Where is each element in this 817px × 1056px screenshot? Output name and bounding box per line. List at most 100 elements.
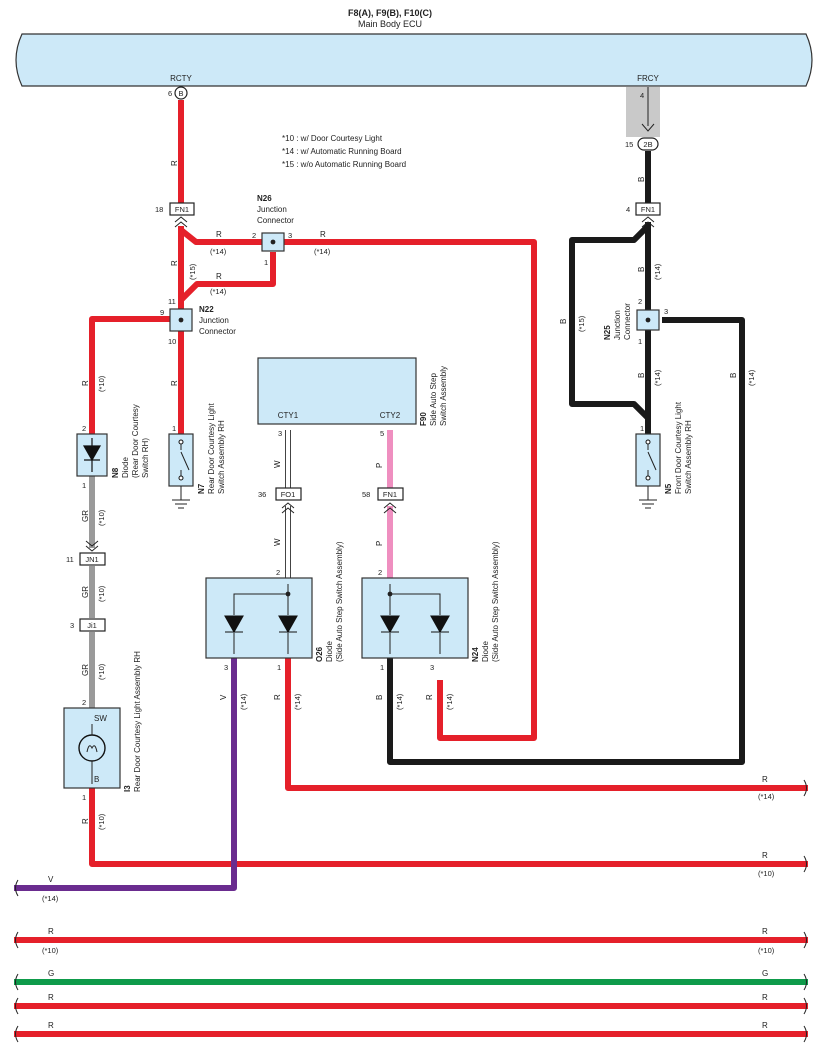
- fn1-left-chevron-icon: [174, 216, 188, 228]
- n8-name: Diode: [121, 457, 130, 478]
- frcy-arrow-icon: [641, 123, 655, 132]
- wl-b-n24: B: [375, 695, 384, 700]
- wl-n14-n26-right: (*14): [314, 247, 331, 256]
- wl-b-bypass: B: [559, 319, 568, 324]
- frcy-connector-shade: [626, 87, 660, 137]
- f90-p5: 5: [380, 429, 384, 438]
- n5-name1: Front Door Courtesy Light: [674, 401, 683, 494]
- wire-n22-n8-red: [89, 316, 170, 434]
- ecu-pin-frcy: FRCY: [637, 74, 659, 83]
- wire-i3-bottom-red: [89, 788, 808, 867]
- ecu-box: [15, 33, 813, 87]
- n25-p2: 2: [638, 297, 642, 306]
- wl-r-n26-right: R: [320, 230, 326, 239]
- f90-pin-cty1: CTY1: [278, 411, 299, 420]
- f90-name1: Side Auto Step: [429, 373, 438, 426]
- o26-code: O26: [315, 646, 324, 662]
- n24-p2: 2: [378, 568, 382, 577]
- rcty-pin-conn: B: [178, 89, 183, 98]
- n7-name2: Switch Assembly RH: [217, 420, 226, 494]
- n22-line1: Junction: [199, 316, 229, 325]
- fn1-mid-chevron-icon: [383, 502, 397, 514]
- wl-r-b2-right: R: [762, 993, 768, 1002]
- f90-code: F90: [419, 412, 428, 426]
- fn1-left-name: FN1: [175, 205, 189, 214]
- n26-p3: 3: [288, 231, 292, 240]
- n24-diode-icon: [389, 584, 441, 654]
- wl-gr-3: GR: [81, 664, 90, 676]
- wl-n10-b1-left: (*10): [42, 946, 59, 955]
- fn1-right-name: FN1: [641, 205, 655, 214]
- wire-o26-p1-red: [285, 658, 808, 791]
- i3-name: Rear Door Courtesy Light Assembly RH: [133, 651, 142, 792]
- n8-p1: 1: [82, 481, 86, 490]
- wire-o26-p3-violet: [14, 658, 237, 891]
- wl-g-left: G: [48, 969, 54, 978]
- wl-r-n26-down: R: [216, 272, 222, 281]
- n26-p2: 2: [252, 231, 256, 240]
- n8-diode-icon: [82, 438, 102, 472]
- fn1-right-chevron-icon: [641, 216, 655, 228]
- wl-r-i3: R: [81, 818, 90, 824]
- n24-name: Diode: [481, 641, 490, 662]
- n5-code: N5: [664, 483, 673, 494]
- frcy-pin-conn: 2B: [643, 140, 652, 149]
- n26-p1: 1: [264, 258, 268, 267]
- o26-diode-icon: [233, 584, 289, 654]
- n24-p1: 1: [380, 663, 384, 672]
- n22-code: N22: [199, 305, 214, 314]
- wl-n10-gr-3: (*10): [97, 663, 106, 680]
- wire-fn1-n26-red: [179, 227, 262, 245]
- n8-sub2: Switch RH): [141, 438, 150, 478]
- wire-n26-right-red: [284, 239, 537, 741]
- frcy-top-pin: 4: [640, 91, 644, 100]
- n24-p3: 3: [430, 663, 434, 672]
- wl-n15-bypass: (*15): [577, 315, 586, 332]
- f90-p3: 3: [278, 429, 282, 438]
- wl-n15-left: (*15): [188, 263, 197, 280]
- ji1-name: Ji1: [87, 621, 97, 630]
- wl-r-b2-left: R: [48, 993, 54, 1002]
- n25-p3: 3: [664, 307, 668, 316]
- wl-n14-n25-n5: (*14): [653, 369, 662, 386]
- wl-r-b3-right: R: [762, 1021, 768, 1030]
- wl-r-n26-left: R: [216, 230, 222, 239]
- wl-n14-n26-down: (*14): [210, 287, 227, 296]
- wl-n14-o26-v: (*14): [239, 693, 248, 710]
- f90-box: [257, 357, 417, 425]
- fn1-left-box: [169, 202, 195, 216]
- fn1-right-box: [635, 202, 661, 216]
- n26-line1: Junction: [257, 205, 287, 214]
- wl-gr-2: GR: [81, 586, 90, 598]
- wl-r-n22-n7: R: [170, 380, 179, 386]
- wire-break-marks: [15, 779, 807, 1043]
- wl-w-1: W: [273, 460, 282, 468]
- wire-n24-p1-black: [387, 317, 745, 765]
- ji1-box: [79, 618, 106, 632]
- ecu-name: Main Body ECU: [358, 19, 422, 29]
- n25-line1: Junction: [613, 310, 622, 340]
- fn1-left-pin: 18: [155, 205, 163, 214]
- n25-code: N25: [603, 325, 612, 340]
- wl-n14-fn1-n25: (*14): [653, 263, 662, 280]
- o26-p1: 1: [277, 663, 281, 672]
- n7-switch-icon: [180, 444, 190, 476]
- wl-n14-edge-v: (*14): [42, 894, 59, 903]
- wl-v-o26: V: [219, 694, 228, 700]
- i3-b: B: [94, 775, 99, 784]
- ecu-pin-rcty: RCTY: [170, 74, 192, 83]
- wl-n10-b1-right: (*10): [758, 946, 775, 955]
- n26-line2: Connector: [257, 216, 294, 225]
- wire-n26-n22-red: [178, 252, 276, 303]
- fn1-mid-box: [377, 487, 404, 501]
- o26-p2: 2: [276, 568, 280, 577]
- jn1-box: [79, 552, 106, 566]
- wl-n14-edge-1: (*14): [758, 792, 775, 801]
- n25-line2: Connector: [623, 303, 632, 340]
- wl-r-o26: R: [273, 694, 282, 700]
- fn1-mid-pin: 58: [362, 490, 370, 499]
- n5-switch-icon: [647, 444, 657, 476]
- wl-r-n24: R: [425, 694, 434, 700]
- wl-p-1: P: [375, 463, 384, 468]
- n24-box: [361, 577, 469, 659]
